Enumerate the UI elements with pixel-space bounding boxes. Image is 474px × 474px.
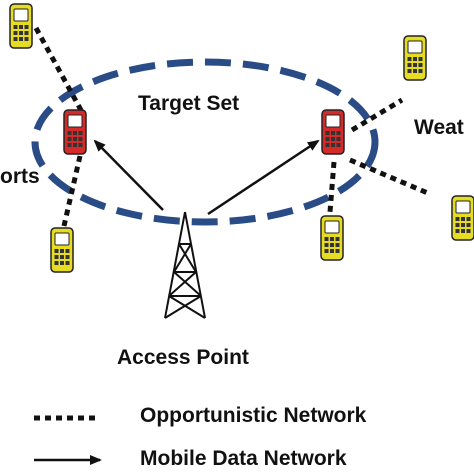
opportunistic-links [33,26,431,227]
phone-far-right [451,195,474,241]
phone-lower-left [50,227,74,273]
link-topleft-target [33,26,85,114]
phones [9,3,474,273]
link-target-bottom [327,161,337,213]
legend-mobile-data-label: Mobile Data Network [140,447,347,470]
target-phone-left [63,109,87,155]
target-phone-right [321,109,345,155]
access-point-label: Access Point [117,346,249,369]
target-set-ellipse [31,58,379,226]
right-group-label: Weat [414,116,464,139]
target-set-label: Target Set [138,92,240,115]
left-group-label: orts [0,165,40,188]
link-target-lowerright [349,157,431,197]
phone-top-left [9,3,33,49]
legend-opportunistic-label: Opportunistic Network [140,404,367,427]
antenna-tower-icon [164,211,206,319]
link-target-lowerleft [61,155,83,227]
phone-bottom-right [320,215,344,261]
mobile-data-arrow-left [93,139,164,211]
phone-top-right [403,35,427,81]
mobile-data-arrow-right [207,139,320,216]
link-target-right [350,97,404,133]
